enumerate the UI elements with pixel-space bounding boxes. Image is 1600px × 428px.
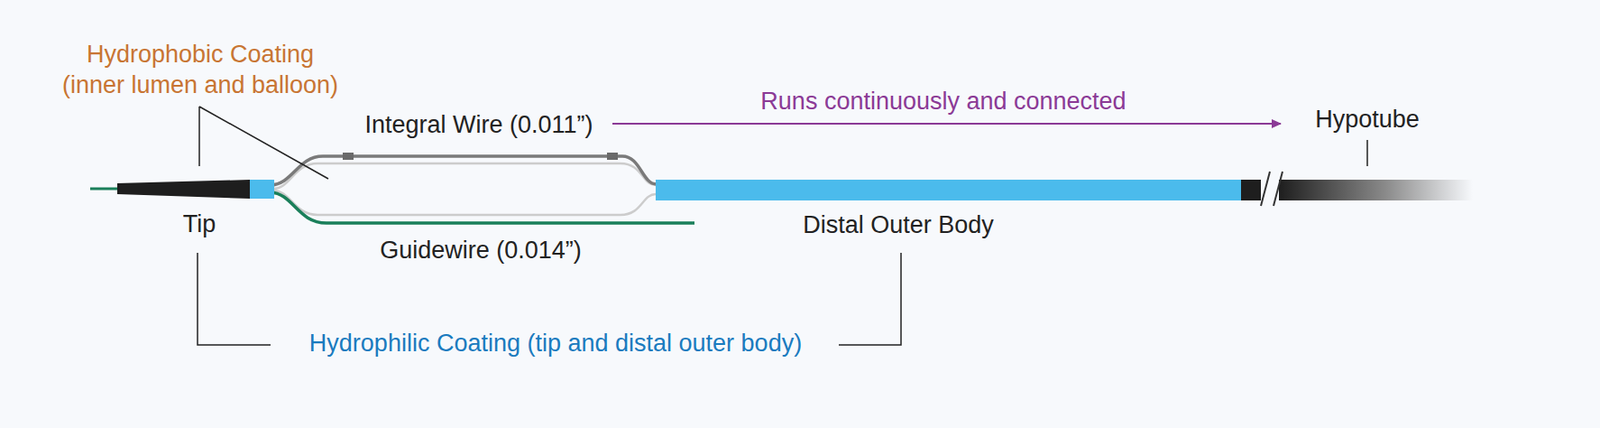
hypotube [1278,179,1473,201]
tip-band [249,179,275,199]
catheter-tip [117,179,250,199]
break-mark [1273,171,1283,206]
leader-line [199,106,329,179]
part-label: Integral Wire (0.011”) [364,110,593,141]
part-label: Distal Outer Body [802,210,994,241]
part-label: Tip [183,209,217,240]
continuity-arrow [612,122,1281,125]
shaft-segment [1241,179,1261,201]
part-label: Guidewire (0.014”) [379,235,582,267]
wire-marker [606,152,618,160]
part-label: Hypotube [1314,104,1420,136]
balloon-outline [273,163,656,215]
coating-label: Hydrophobic Coating (inner lumen and bal… [56,39,343,102]
coating-label: Hydrophilic Coating (tip and distal oute… [309,328,802,359]
guidewire [270,192,695,223]
integral-wire [270,156,657,185]
distal-outer-body [655,179,1242,201]
leader-line [1366,139,1369,166]
wire-marker [342,152,354,160]
break-mark [1260,171,1270,206]
note-label: Runs continuously and connected [760,86,1126,118]
guidewire-stub [90,187,120,191]
